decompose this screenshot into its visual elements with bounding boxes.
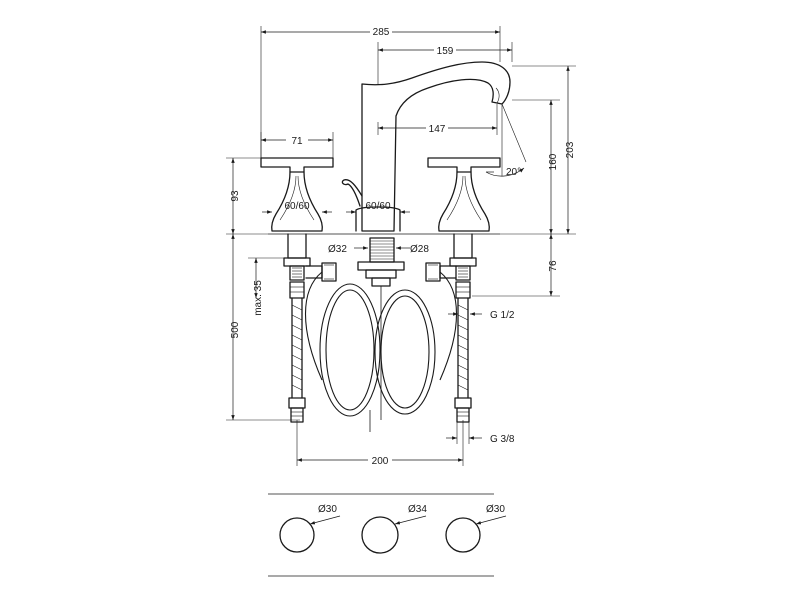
dim-71: 71 <box>291 136 303 147</box>
dimension-labels: 285 159 147 71 93 60/60 60/60 20° 160 20… <box>230 26 576 467</box>
faucet-elevation <box>260 61 511 432</box>
left-valve <box>283 233 337 423</box>
right-valve <box>425 233 477 423</box>
hose-loops <box>304 271 458 417</box>
right-handle <box>427 157 501 232</box>
dim-20deg: 20° <box>506 167 521 178</box>
dim-160: 160 <box>548 153 559 170</box>
dim-g38: G 3/8 <box>490 434 515 445</box>
dim-60-60-center: 60/60 <box>365 201 390 212</box>
center-shank <box>357 237 405 432</box>
dim-bottom-d30-left: Ø30 <box>318 504 337 515</box>
deck-hole-plan: Ø30 Ø34 Ø30 <box>268 493 507 577</box>
dim-76: 76 <box>548 260 559 272</box>
dim-500: 500 <box>230 321 241 338</box>
dim-bottom-d30-right: Ø30 <box>486 504 505 515</box>
dim-93: 93 <box>230 190 241 202</box>
dim-max35: max. 35 <box>253 280 264 316</box>
dim-203: 203 <box>565 141 576 158</box>
dim-g12: G 1/2 <box>490 310 515 321</box>
spout <box>341 61 511 232</box>
dim-d32: Ø32 <box>328 244 347 255</box>
left-handle <box>260 157 334 232</box>
dim-d28: Ø28 <box>410 244 429 255</box>
hole-right <box>445 517 481 553</box>
dimension-lines <box>226 26 576 466</box>
hole-left <box>279 517 315 553</box>
dim-200: 200 <box>372 456 389 467</box>
dim-159: 159 <box>437 46 454 57</box>
dim-147: 147 <box>429 124 446 135</box>
hole-center <box>361 516 399 554</box>
dim-285: 285 <box>373 27 390 38</box>
dim-60-60-left: 60/60 <box>284 201 309 212</box>
dim-bottom-d34: Ø34 <box>408 504 427 515</box>
